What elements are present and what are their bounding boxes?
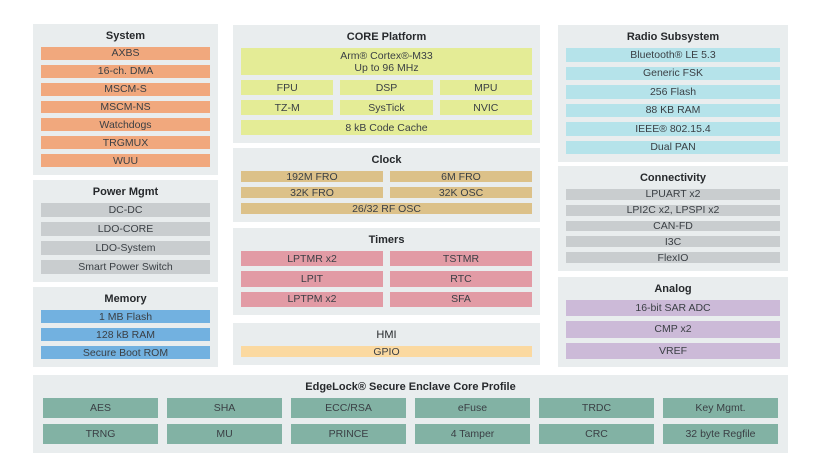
panel-analog: Analog 16-bit SAR ADC CMP x2 VREF bbox=[558, 277, 788, 367]
panel-timers: Timers LPTMR x2 TSTMR LPIT RTC LPTPM x2 … bbox=[233, 228, 540, 315]
panel-title: Memory bbox=[104, 293, 147, 305]
ip-block: TZ-M bbox=[241, 100, 334, 115]
ip-block: 32K FRO bbox=[241, 187, 383, 199]
cpu-line1: Arm® Cortex®-M33 bbox=[340, 49, 433, 62]
ip-block: SHA bbox=[167, 398, 282, 418]
ip-block: CAN-FD bbox=[566, 220, 780, 232]
panel-title: CORE Platform bbox=[346, 31, 427, 43]
ip-block: Bluetooth® LE 5.3 bbox=[566, 48, 780, 62]
ip-block: LPTPM x2 bbox=[241, 291, 383, 307]
ip-block: DC-DC bbox=[41, 203, 210, 217]
ip-block: Watchdogs bbox=[41, 118, 210, 132]
ip-block: 6M FRO bbox=[390, 171, 532, 183]
panel-title: System bbox=[105, 30, 146, 42]
ip-block: ECC/RSA bbox=[291, 398, 406, 418]
ip-block: 256 Flash bbox=[566, 85, 780, 99]
panel-rows: GPIO bbox=[241, 346, 532, 358]
ip-block: eFuse bbox=[415, 398, 530, 418]
panel-title: HMI bbox=[376, 329, 397, 341]
panel-rows: LPUART x2 LPI2C x2, LPSPI x2 CAN-FD I3C … bbox=[566, 189, 780, 263]
ip-block: 1 MB Flash bbox=[41, 310, 210, 323]
ip-block: MSCM-S bbox=[41, 82, 210, 96]
ip-block: MSCM-NS bbox=[41, 100, 210, 114]
panel-memory: Memory 1 MB Flash 128 kB RAM Secure Boot… bbox=[33, 287, 218, 367]
ip-block: SysTick bbox=[340, 100, 433, 115]
ip-block: SFA bbox=[390, 291, 532, 307]
panel-title: Radio Subsystem bbox=[626, 31, 720, 43]
ip-block: AXBS bbox=[41, 47, 210, 60]
ip-block: TSTMR bbox=[390, 251, 532, 267]
ip-block: 192M FRO bbox=[241, 171, 383, 183]
ip-block: LPTMR x2 bbox=[241, 251, 383, 267]
ip-block: 8 kB Code Cache bbox=[241, 120, 532, 135]
ip-block: LDO-CORE bbox=[41, 222, 210, 236]
ip-block: Smart Power Switch bbox=[41, 260, 210, 274]
ip-block: IEEE® 802.15.4 bbox=[566, 122, 780, 136]
panel-system: System AXBS 16-ch. DMA MSCM-S MSCM-NS Wa… bbox=[33, 24, 218, 175]
panel-rows: 16-bit SAR ADC CMP x2 VREF bbox=[566, 300, 780, 359]
panel-title: Timers bbox=[368, 234, 405, 246]
panel-title: Analog bbox=[654, 283, 692, 295]
ip-block: TRDC bbox=[539, 398, 654, 418]
ip-block: 128 kB RAM bbox=[41, 328, 210, 341]
panel-rows: LPTMR x2 TSTMR LPIT RTC LPTPM x2 SFA bbox=[241, 251, 532, 307]
ip-block: LPI2C x2, LPSPI x2 bbox=[566, 204, 780, 216]
ip-block: AES bbox=[43, 398, 158, 418]
ip-block: WUU bbox=[41, 154, 210, 168]
ip-block: MU bbox=[167, 424, 282, 444]
ip-block: PRINCE bbox=[291, 424, 406, 444]
ip-block: 32 byte Regfile bbox=[663, 424, 778, 444]
ip-block: MPU bbox=[439, 80, 532, 95]
ip-block: 4 Tamper bbox=[415, 424, 530, 444]
ip-block: LDO-System bbox=[41, 241, 210, 255]
ip-block: Generic FSK bbox=[566, 66, 780, 80]
ip-block: GPIO bbox=[241, 346, 532, 358]
panel-title: Connectivity bbox=[639, 172, 706, 184]
cpu-line2: Up to 96 MHz bbox=[354, 61, 419, 74]
ip-block: CMP x2 bbox=[566, 321, 780, 338]
ip-block: FPU bbox=[241, 80, 334, 95]
ip-block: Dual PAN bbox=[566, 140, 780, 154]
ip-block: TRGMUX bbox=[41, 136, 210, 150]
panel-rows: AES SHA ECC/RSA eFuse TRDC Key Mgmt. TRN… bbox=[43, 398, 778, 444]
ip-block: 16-ch. DMA bbox=[41, 64, 210, 78]
ip-block: VREF bbox=[566, 342, 780, 359]
ip-block: LPUART x2 bbox=[566, 189, 780, 200]
panel-core-platform: CORE Platform Arm® Cortex®-M33 Up to 96 … bbox=[233, 25, 540, 143]
ip-block: 16-bit SAR ADC bbox=[566, 300, 780, 317]
panel-rows: DC-DC LDO-CORE LDO-System Smart Power Sw… bbox=[41, 203, 210, 274]
panel-rows: AXBS 16-ch. DMA MSCM-S MSCM-NS Watchdogs… bbox=[41, 47, 210, 168]
panel-rows: 1 MB Flash 128 kB RAM Secure Boot ROM bbox=[41, 310, 210, 359]
ip-block-cpu: Arm® Cortex®-M33 Up to 96 MHz bbox=[241, 48, 532, 75]
panel-clock: Clock 192M FRO 6M FRO 32K FRO 32K OSC 26… bbox=[233, 148, 540, 222]
panel-connectivity: Connectivity LPUART x2 LPI2C x2, LPSPI x… bbox=[558, 166, 788, 271]
panel-title: Power Mgmt bbox=[92, 186, 159, 198]
ip-block: LPIT bbox=[241, 271, 383, 287]
ip-block: I3C bbox=[566, 236, 780, 248]
panel-secure-enclave: EdgeLock® Secure Enclave Core Profile AE… bbox=[33, 375, 788, 453]
ip-block: RTC bbox=[390, 271, 532, 287]
ip-block: TRNG bbox=[43, 424, 158, 444]
ip-block: DSP bbox=[340, 80, 433, 95]
panel-title: EdgeLock® Secure Enclave Core Profile bbox=[305, 381, 516, 393]
ip-block: FlexIO bbox=[566, 252, 780, 263]
ip-block: CRC bbox=[539, 424, 654, 444]
panel-rows: 192M FRO 6M FRO 32K FRO 32K OSC 26/32 RF… bbox=[241, 171, 532, 215]
panel-rows: Arm® Cortex®-M33 Up to 96 MHz FPU DSP MP… bbox=[241, 48, 532, 135]
ip-block: 32K OSC bbox=[390, 187, 532, 199]
panel-hmi: HMI GPIO bbox=[233, 323, 540, 365]
ip-block: 88 KB RAM bbox=[566, 103, 780, 117]
ip-block: Key Mgmt. bbox=[663, 398, 778, 418]
panel-power-mgmt: Power Mgmt DC-DC LDO-CORE LDO-System Sma… bbox=[33, 180, 218, 282]
ip-block: NVIC bbox=[439, 100, 532, 115]
ip-block: Secure Boot ROM bbox=[41, 346, 210, 359]
panel-rows: Bluetooth® LE 5.3 Generic FSK 256 Flash … bbox=[566, 48, 780, 154]
ip-block: 26/32 RF OSC bbox=[241, 203, 532, 215]
panel-title: Clock bbox=[371, 154, 402, 166]
panel-radio-subsystem: Radio Subsystem Bluetooth® LE 5.3 Generi… bbox=[558, 25, 788, 162]
